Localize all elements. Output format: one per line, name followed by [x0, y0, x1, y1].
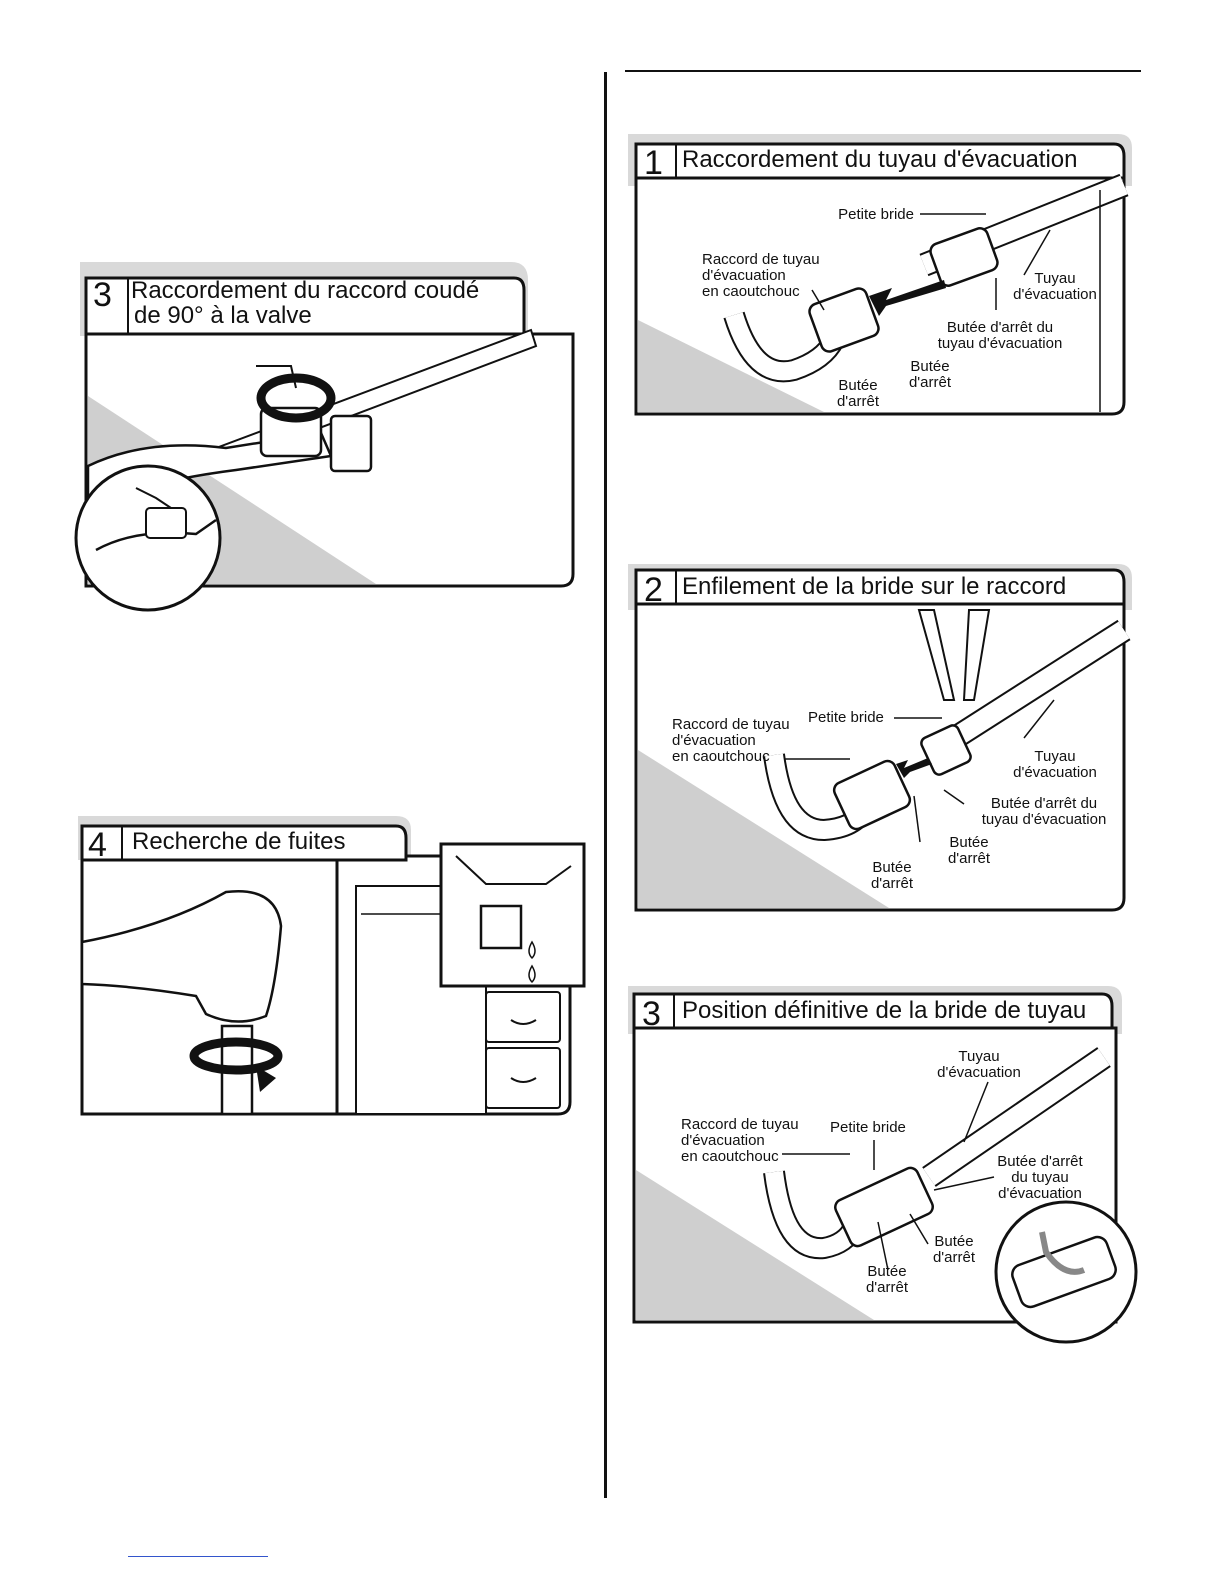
right-step2-label-hose-stop-line1: Butée d'arrêt du — [990, 795, 1098, 812]
right-step1-label-hose-line1: Tuyau — [1034, 270, 1076, 287]
right-step2-label-stop-a-line2: d'arrêt — [947, 850, 991, 867]
column-divider — [604, 72, 607, 1498]
right-step2-label-hose-stop: Butée d'arrêt du tuyau d'évacuation — [964, 796, 1124, 828]
left-step4-title: Recherche de fuites — [132, 828, 346, 855]
right-step2-label-hose-line2: d'évacuation — [1013, 764, 1097, 781]
right-step1-label-hose-stop: Butée d'arrêt du tuyau d'évacuation — [920, 320, 1080, 352]
right-step3-number: 3 — [642, 995, 661, 1033]
right-step3-label-stop-a-line2: d'arrêt — [932, 1249, 976, 1266]
left-step4-number: 4 — [88, 826, 107, 864]
right-step3-label-hose-stop-line3: d'évacuation — [998, 1185, 1082, 1202]
right-step2-number: 2 — [644, 571, 663, 609]
left-step3-illustration — [74, 262, 575, 612]
right-step2-label-stop-b: Butée d'arrêt — [862, 860, 922, 892]
right-step2-label-rubber-line1: Raccord de tuyau — [672, 716, 790, 733]
right-step1-label-hose-stop-line1: Butée d'arrêt du — [946, 319, 1054, 336]
right-step1-label-stop-a: Butée d'arrêt — [900, 359, 960, 391]
right-step1-label-rubber-line1: Raccord de tuyau — [702, 251, 820, 268]
right-step3-label-stop-a-line1: Butée — [934, 1233, 974, 1250]
right-step1-label-small-clamp: Petite bride — [838, 206, 914, 223]
right-step1-label-hose-line2: d'évacuation — [1013, 286, 1097, 303]
right-step2-label-hose-line1: Tuyau — [1034, 748, 1076, 765]
right-step3-label-hose-stop: Butée d'arrêt du tuyau d'évacuation — [980, 1154, 1100, 1202]
right-step2-label-stop-b-line1: Butée — [872, 859, 912, 876]
left-step3-number: 3 — [93, 276, 112, 314]
left-step4-panel: 4 Recherche de fuites — [76, 816, 586, 1118]
right-step2-label-stop-b-line2: d'arrêt — [870, 875, 914, 892]
right-step3-label-stop-b-line2: d'arrêt — [865, 1279, 909, 1296]
right-step3-label-hose: Tuyau d'évacuation — [924, 1049, 1034, 1081]
right-step3-label-rubber-line1: Raccord de tuyau — [681, 1116, 799, 1133]
right-step1-title: Raccordement du tuyau d'évacuation — [682, 146, 1078, 173]
right-step2-panel: 2 Enfilement de la bride sur le raccord … — [624, 560, 1136, 916]
right-step1-label-rubber-line3: en caoutchouc — [702, 283, 800, 300]
right-step2-label-hose-stop-line2: tuyau d'évacuation — [981, 811, 1107, 828]
right-step1-label-stop-a-line2: d'arrêt — [908, 374, 952, 391]
right-step3-label-rubber-line3: en caoutchouc — [681, 1148, 779, 1165]
left-step3-panel: 3 Raccordement du raccord coudé de 90° à… — [74, 258, 586, 612]
right-step3-label-stop-a: Butée d'arrêt — [924, 1234, 984, 1266]
right-step1-label-hose-stop-line2: tuyau d'évacuation — [937, 335, 1063, 352]
right-step1-label-rubber-fitting: Raccord de tuyau d'évacuation en caoutch… — [702, 252, 820, 300]
right-step2-label-rubber-fitting: Raccord de tuyau d'évacuation en caoutch… — [672, 717, 790, 765]
right-step3-label-rubber-line2: d'évacuation — [681, 1132, 765, 1149]
right-step1-panel: 1 Raccordement du tuyau d'évacuation Pet… — [624, 130, 1136, 420]
footer-link-underline — [128, 1556, 268, 1557]
right-step2-label-hose: Tuyau d'évacuation — [1000, 749, 1110, 781]
right-step1-label-stop-b-line2: d'arrêt — [836, 393, 880, 410]
left-step4-illustration — [78, 816, 586, 1116]
right-step1-number: 1 — [644, 144, 663, 182]
top-rule — [625, 70, 1141, 72]
right-step2-title: Enfilement de la bride sur le raccord — [682, 573, 1067, 600]
right-step3-title: Position définitive de la bride de tuyau — [682, 997, 1087, 1024]
right-step2-label-rubber-line2: d'évacuation — [672, 732, 756, 749]
left-step3-title-line2: de 90° à la valve — [134, 302, 312, 329]
right-step3-label-small-clamp: Petite bride — [830, 1119, 906, 1136]
right-step1-label-stop-b-line1: Butée — [838, 377, 878, 394]
right-step2-label-stop-a-line1: Butée — [949, 834, 989, 851]
right-step3-label-hose-stop-line1: Butée d'arrêt — [997, 1153, 1083, 1170]
right-step2-label-stop-a: Butée d'arrêt — [939, 835, 999, 867]
right-step3-illustration — [628, 986, 1138, 1344]
right-step1-label-stop-a-line1: Butée — [910, 358, 950, 375]
right-step1-label-stop-b: Butée d'arrêt — [828, 378, 888, 410]
right-step3-panel: 3 Position définitive de la bride de tuy… — [624, 982, 1140, 1348]
right-step3-label-hose-line1: Tuyau — [958, 1048, 1000, 1065]
right-step3-label-hose-stop-line2: du tuyau — [1011, 1169, 1069, 1186]
right-step2-label-rubber-line3: en caoutchouc — [672, 748, 770, 765]
right-step3-label-hose-line2: d'évacuation — [937, 1064, 1021, 1081]
left-step3-title-line1: Raccordement du raccord coudé — [131, 277, 480, 304]
right-step3-label-rubber-fitting: Raccord de tuyau d'évacuation en caoutch… — [681, 1117, 799, 1165]
right-step1-label-rubber-line2: d'évacuation — [702, 267, 786, 284]
right-step2-label-small-clamp: Petite bride — [808, 709, 884, 726]
right-step3-label-stop-b-line1: Butée — [867, 1263, 907, 1280]
right-step3-label-stop-b: Butée d'arrêt — [857, 1264, 917, 1296]
right-step1-illustration — [628, 134, 1132, 416]
right-step2-illustration — [628, 564, 1132, 912]
right-step1-label-hose: Tuyau d'évacuation — [1000, 271, 1110, 303]
